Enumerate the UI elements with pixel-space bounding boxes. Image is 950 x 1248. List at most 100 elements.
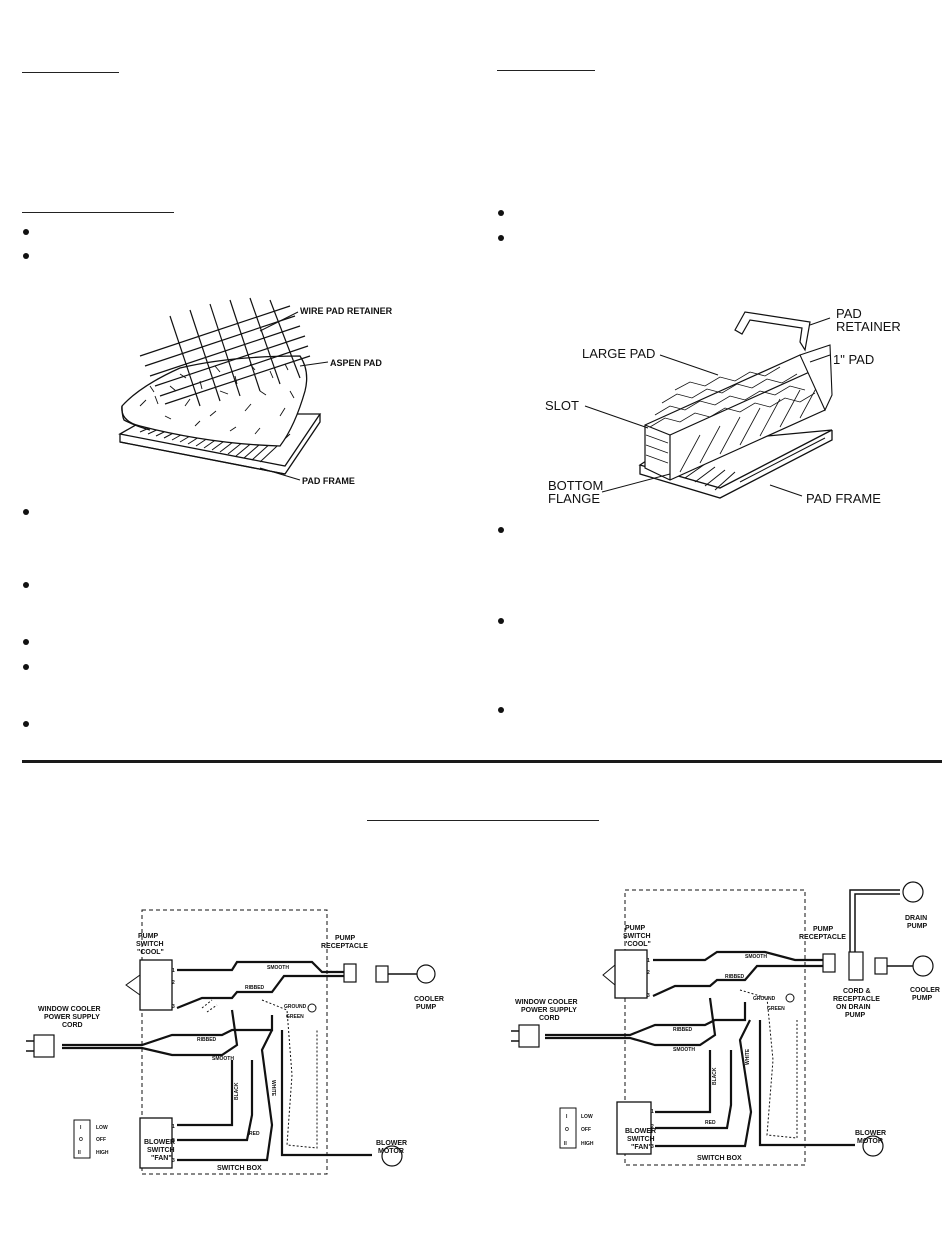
switch-box-label: SWITCH BOX [217, 1165, 262, 1172]
blower-switch-label-2: SWITCH [147, 1147, 175, 1154]
pad-retainer-shape [734, 311, 811, 352]
pump-receptacle-label-1: PUMP [335, 935, 356, 942]
wire-ribbed-label: RIBBED [725, 974, 745, 980]
wire-smooth-label-2: SMOOTH [673, 1047, 695, 1053]
bullet-marker [23, 721, 29, 727]
speed-low-symbol: I [80, 1125, 82, 1131]
pump-switch-label-1: PUMP [138, 933, 159, 940]
svg-text:2: 2 [172, 980, 175, 986]
blower-motor-label-1: BLOWER [376, 1140, 407, 1147]
bullet-marker [498, 235, 504, 241]
cooler-pump-icon [416, 964, 436, 984]
section-divider [22, 760, 942, 763]
drain-pump-label-2: PUMP [907, 923, 928, 930]
pump-receptacle-icon [822, 953, 836, 973]
bullet-marker [23, 253, 29, 259]
aspen-pad-diagram: WIRE PAD RETAINER ASPEN PAD PAD FRAME [118, 297, 393, 486]
svg-text:1: 1 [651, 1109, 654, 1115]
left-subsection-heading-rule [22, 212, 174, 213]
bullet-marker [23, 229, 29, 235]
blower-switch-label-1: BLOWER [625, 1128, 656, 1135]
cooler-pump-icon [912, 955, 934, 977]
switch-box-outline [141, 909, 328, 1175]
cord-receptacle-label-3: ON DRAIN [836, 1004, 871, 1011]
pump-switch-body [614, 949, 648, 999]
svg-text:1: 1 [172, 1124, 175, 1130]
cooler-pump-label-1: COOLER [414, 996, 444, 1003]
speed-high-symbol: II [564, 1141, 567, 1147]
bullet-marker [23, 582, 29, 588]
wiring-heading-rule [367, 820, 599, 821]
bottom-flange-label-2: FLANGE [548, 491, 600, 506]
speed-low-label: LOW [96, 1125, 108, 1131]
pump-receptacle-label-2: RECEPTACLE [321, 943, 368, 950]
pump-switch-label-3: "COOL" [624, 941, 651, 948]
large-pad-label: LARGE PAD [582, 346, 655, 361]
speed-off-symbol: O [565, 1127, 569, 1133]
cord-receptacle-label-2: RECEPTACLE [833, 996, 880, 1003]
svg-text:3: 3 [172, 1158, 175, 1164]
bullet-marker [498, 707, 504, 713]
blower-motor-icon [381, 1145, 403, 1167]
pump-plug-icon [375, 965, 389, 983]
pump-switch-label-2: SWITCH [623, 933, 651, 940]
power-cord-label-2: POWER SUPPLY [521, 1007, 577, 1014]
wire-green-label: GREEN [767, 1006, 785, 1012]
wire-black-label: BLACK [712, 1067, 718, 1085]
one-inch-pad-label: 1" PAD [833, 352, 874, 367]
right-section-heading-rule [497, 70, 595, 71]
left-section-heading-rule [22, 72, 119, 73]
drain-pump-icon [902, 881, 924, 903]
one-inch-pad-shape [799, 344, 833, 412]
blower-switch-body [616, 1101, 652, 1155]
pad-retainer-label-1: PAD [836, 306, 862, 321]
blower-motor-label-1: BLOWER [855, 1130, 886, 1137]
svg-text:3: 3 [172, 1004, 175, 1010]
wire-white-label: WHITE [745, 1048, 751, 1065]
power-plug-icon [518, 1024, 540, 1048]
large-pad-shape [644, 354, 826, 481]
rigid-pad-diagram: PAD RETAINER LARGE PAD 1" PAD SLOT BOTTO… [545, 306, 901, 506]
wire-red-label: RED [705, 1120, 716, 1126]
svg-text:1: 1 [172, 968, 175, 974]
wire-ribbed-label-2: RIBBED [673, 1027, 693, 1033]
blower-switch-label-3: "FAN" [631, 1144, 652, 1151]
blower-motor-label-2: MOTOR [378, 1148, 404, 1155]
pump-switch-label-3: "COOL" [137, 949, 164, 956]
pump-receptacle-label-2: RECEPTACLE [799, 934, 846, 941]
switch-box-outline [624, 889, 806, 1166]
wire-black-label: BLACK [234, 1082, 240, 1100]
wire-smooth-label-2: SMOOTH [212, 1056, 234, 1062]
speed-high-symbol: II [78, 1150, 81, 1156]
svg-text:1: 1 [647, 958, 650, 964]
blower-switch-label-2: SWITCH [627, 1136, 655, 1143]
wire-ribbed-label: RIBBED [245, 985, 265, 991]
blower-motor-label-2: MOTOR [857, 1138, 883, 1145]
drain-pump-label-1: DRAIN [905, 915, 927, 922]
bullet-marker [498, 527, 504, 533]
power-cord-label-3: CORD [539, 1015, 560, 1022]
power-cord-label-1: WINDOW COOLER [38, 1006, 101, 1013]
slot-label: SLOT [545, 398, 579, 413]
wire-ribbed-label-2: RIBBED [197, 1037, 217, 1043]
speed-off-label: OFF [581, 1127, 591, 1133]
switch-box-label: SWITCH BOX [697, 1155, 742, 1162]
bullet-marker [23, 664, 29, 670]
blower-motor-icon [862, 1135, 884, 1157]
speed-off-symbol: O [79, 1137, 83, 1143]
cooler-pump-label-2: PUMP [912, 995, 933, 1002]
speed-selector-panel [559, 1107, 577, 1149]
bullet-marker [23, 509, 29, 515]
cooler-pump-plug-icon [874, 957, 888, 975]
wire-ground-label: GROUND [753, 996, 776, 1002]
ground-terminal-icon [307, 1003, 317, 1013]
bullet-marker [498, 210, 504, 216]
aspen-pad-shape [121, 355, 308, 447]
ground-terminal-icon [785, 993, 795, 1003]
bottom-flange-label-1: BOTTOM [548, 478, 603, 493]
pad-frame-label: PAD FRAME [302, 476, 355, 486]
pump-receptacle-label-1: PUMP [813, 926, 834, 933]
pump-receptacle-icon [343, 963, 357, 983]
bullet-marker [498, 618, 504, 624]
power-cord-label-2: POWER SUPPLY [44, 1014, 100, 1021]
